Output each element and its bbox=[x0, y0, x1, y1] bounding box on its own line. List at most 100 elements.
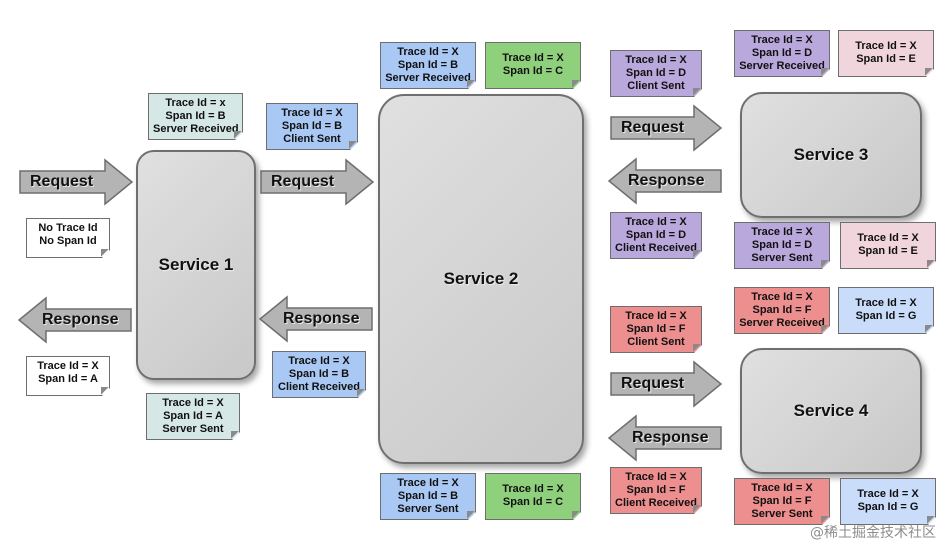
note-line: Span Id = B bbox=[281, 120, 343, 132]
note-line: Trace Id = X bbox=[397, 46, 459, 58]
note-line: Trace Id = X bbox=[751, 226, 813, 238]
note-line: Span Id = C bbox=[502, 65, 564, 77]
note-line: Span Id = B bbox=[288, 368, 350, 380]
note-line: Trace Id = X bbox=[857, 488, 919, 500]
note-line: Trace Id = X bbox=[281, 107, 343, 119]
service-4-label: Service 4 bbox=[793, 401, 869, 420]
service-2-box: Service 2 bbox=[378, 94, 584, 464]
note-line: Span Id = E bbox=[856, 53, 916, 65]
note-line: Span Id = D bbox=[625, 229, 687, 241]
note-line: Client Sent bbox=[627, 80, 685, 92]
request-arrow-2: Request bbox=[260, 158, 375, 206]
note-line: Server Sent bbox=[751, 508, 813, 520]
note-line: Trace Id = X bbox=[855, 40, 917, 52]
note-line: Span Id = G bbox=[855, 310, 917, 322]
note-line: Span Id = F bbox=[752, 495, 812, 507]
response-label-1: Response bbox=[42, 311, 119, 328]
note-line: Trace Id = X bbox=[751, 291, 813, 303]
note-line: Span Id = G bbox=[857, 501, 919, 513]
note-line: Span Id = C bbox=[502, 496, 564, 508]
request-arrow-3: Request bbox=[610, 104, 723, 152]
note-line: Trace Id = X bbox=[751, 34, 813, 46]
request-label-1: Request bbox=[30, 173, 94, 190]
note-line: Trace Id = X bbox=[288, 355, 350, 367]
request-arrow-1: Request bbox=[19, 158, 134, 206]
note-line: Trace Id = X bbox=[751, 482, 813, 494]
response-arrow-1: Response bbox=[17, 296, 132, 344]
note-line: Server Received bbox=[385, 72, 471, 84]
watermark: @稀土掘金技术社区 bbox=[810, 525, 936, 541]
note-line: Span Id = F bbox=[626, 484, 686, 496]
note-line: Trace Id = X bbox=[502, 483, 564, 495]
request-label-2: Request bbox=[271, 173, 335, 190]
service-1-box: Service 1 bbox=[136, 150, 256, 380]
note-line: Server Received bbox=[739, 317, 825, 329]
note-line: Server Sent bbox=[162, 423, 224, 435]
note-line: Trace Id = X bbox=[162, 397, 224, 409]
note-line: Span Id = B bbox=[397, 59, 459, 71]
service-2-label: Service 2 bbox=[443, 269, 519, 288]
note-line: Span Id = B bbox=[165, 110, 226, 122]
service-3-label: Service 3 bbox=[793, 145, 869, 164]
request-label-4: Request bbox=[621, 375, 685, 392]
response-label-3: Response bbox=[628, 172, 705, 189]
note-line: Span Id = B bbox=[397, 490, 459, 502]
service-4-box: Service 4 bbox=[740, 348, 922, 474]
note-line: Client Received bbox=[615, 242, 697, 254]
note-line: Trace Id = X bbox=[625, 310, 687, 322]
note-line: Span Id = A bbox=[38, 373, 98, 385]
note-line: Trace Id = X bbox=[625, 54, 687, 66]
note-line: Trace Id = X bbox=[625, 471, 687, 483]
note-line: Client Received bbox=[615, 497, 697, 509]
note-line: Server Sent bbox=[751, 252, 813, 264]
note-line: Trace Id = X bbox=[502, 52, 564, 64]
note-line: No Span Id bbox=[39, 235, 97, 247]
note-line: No Trace Id bbox=[38, 222, 98, 234]
note-line: Span Id = F bbox=[626, 323, 686, 335]
note-line: Span Id = E bbox=[858, 245, 918, 257]
note-line: Client Received bbox=[278, 381, 360, 393]
note-line: Span Id = D bbox=[751, 239, 813, 251]
note-line: Client Sent bbox=[627, 336, 685, 348]
note-line: Trace Id = x bbox=[165, 97, 226, 109]
note-line: Trace Id = X bbox=[855, 297, 917, 309]
request-arrow-4: Request bbox=[610, 360, 723, 408]
note-line: Trace Id = X bbox=[857, 232, 919, 244]
note-line: Span Id = F bbox=[752, 304, 812, 316]
note-line: Server Sent bbox=[397, 503, 459, 515]
service-1-label: Service 1 bbox=[158, 255, 234, 274]
response-label-4: Response bbox=[632, 429, 709, 446]
note-line: Trace Id = X bbox=[625, 216, 687, 228]
response-arrow-2: Response bbox=[258, 295, 373, 343]
note-line: Trace Id = X bbox=[37, 360, 99, 372]
note-line: Span Id = D bbox=[625, 67, 687, 79]
note-line: Server Received bbox=[153, 123, 239, 135]
note-line: Trace Id = X bbox=[397, 477, 459, 489]
note-line: Server Received bbox=[739, 60, 825, 72]
service-3-box: Service 3 bbox=[740, 92, 922, 218]
request-label-3: Request bbox=[621, 119, 685, 136]
response-label-2: Response bbox=[283, 310, 360, 327]
response-arrow-3: Response bbox=[607, 157, 722, 205]
note-line: Span Id = A bbox=[163, 410, 223, 422]
note-line: Span Id = D bbox=[751, 47, 813, 59]
